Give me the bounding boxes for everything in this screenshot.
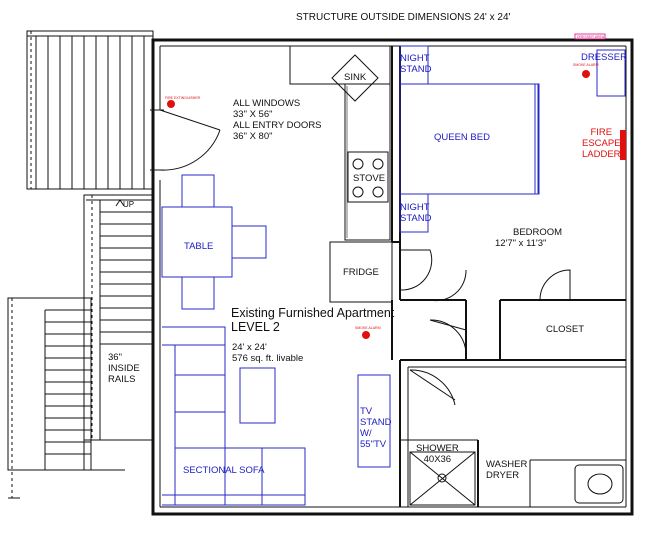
fridge-label: FRIDGE (343, 267, 379, 278)
closet-door (539, 269, 571, 301)
bedroom-door (399, 249, 433, 291)
smoke-alarm-marker-2 (582, 70, 590, 78)
smoke-alarm-marker-1 (362, 331, 370, 339)
bedroom-label: BEDROOM (513, 227, 563, 238)
outdoor-stairs (7, 30, 154, 499)
furniture (161, 45, 626, 506)
entry-door (159, 109, 221, 131)
shower-box (409, 451, 476, 506)
bedroom-dims: 12'7" x 11'3" (495, 238, 547, 249)
stairs-up-label: UP (123, 200, 135, 209)
fire-escape-ladder-marker (620, 130, 626, 160)
dresser-label: DRESSER (581, 52, 627, 63)
bed-shape (399, 83, 539, 195)
queen-bed-label: QUEEN BED (434, 132, 490, 143)
area-note: 24' x 24'576 sq. ft. livable (232, 342, 304, 364)
sectional-sofa-label: SECTIONAL SOFA (183, 465, 265, 476)
fire-extinguisher-tag: FIRE EXTINGUISHER (165, 96, 201, 100)
fridge-box (329, 241, 393, 303)
stove-box (347, 151, 389, 203)
table-label: TABLE (184, 241, 214, 252)
toilet (574, 464, 624, 504)
fire-extinguisher-marker (167, 100, 175, 108)
kitchen-counter (289, 46, 393, 303)
sink-shape (331, 54, 379, 102)
sink-label: SINK (344, 72, 367, 83)
smoke-alarm-tag-1: SMOKE ALARM (355, 326, 381, 330)
stove-label: STOVE (353, 173, 386, 184)
dresser-tag: DRESSER AREA (577, 35, 605, 39)
smoke-alarm-tag-2: SMOKE ALARM (573, 63, 599, 67)
page-title: STRUCTURE OUTSIDE DIMENSIONS 24' x 24' (296, 12, 511, 23)
closet-label: CLOSET (546, 324, 585, 335)
bath-door (429, 319, 467, 356)
